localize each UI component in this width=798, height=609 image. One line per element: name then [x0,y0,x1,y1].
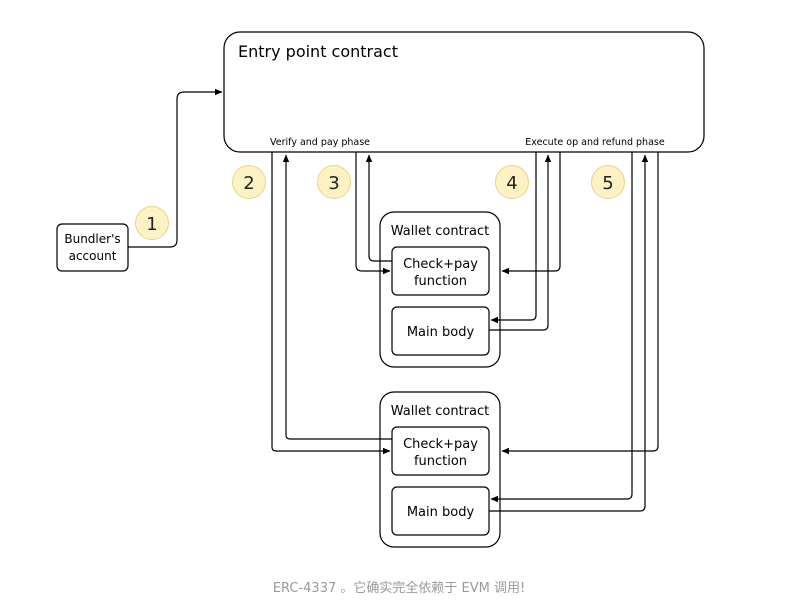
step-badge-3: 3 [317,165,351,199]
wallet-1-check-pay-function: Check+pay function [391,246,490,296]
step-3-label: 3 [328,173,339,194]
wallet-2-check-pay-function: Check+pay function [391,426,490,476]
arrow-entry-to-wallet1-check-exec [501,152,561,275]
wallet-1-check-line2: function [414,274,467,289]
step-5-label: 5 [602,173,613,194]
verify-phase-label: Verify and pay phase [270,137,370,148]
wallet-1-main-body-label: Main body [407,325,475,340]
figure-caption: ERC-4337 。它确实完全依赖于 EVM 调用! [272,581,526,596]
step-4-label: 4 [506,173,517,194]
arrow-wallet1-check-to-entry [365,154,392,262]
arrow-wallet1-main-to-entry [489,154,552,331]
step-badge-5: 5 [591,165,625,199]
step-badge-4: 4 [495,165,529,199]
arrow-entry-to-wallet1-check [355,152,391,275]
wallet-1-check-line1: Check+pay [403,257,478,272]
step-badge-1: 1 [135,206,169,240]
wallet-contract-1: Wallet contract Check+pay function Main … [379,211,501,368]
wallet-2-title: Wallet contract [391,404,489,419]
arrow-wallet2-check-to-entry [282,154,392,440]
wallet-2-main-body-label: Main body [407,505,475,520]
arrow-entry-to-wallet2-check-exec [501,152,659,455]
wallet-1-main-body: Main body [391,306,490,356]
bundler-label-line2: account [69,249,117,263]
entry-point-contract: Entry point contract Verify and pay phas… [223,31,705,153]
step-badge-2: 2 [232,165,266,199]
entry-point-title: Entry point contract [238,42,398,61]
arrow-entry-to-wallet2-main [490,152,633,503]
bundler-label-line1: Bundler's [64,232,120,246]
arrow-bundler-to-entry [128,88,223,248]
wallet-2-check-line1: Check+pay [403,437,478,452]
wallet-2-main-body: Main body [391,486,490,536]
step-1-label: 1 [146,214,157,235]
bundler-account: Bundler's account [56,223,129,272]
wallet-1-title: Wallet contract [391,224,489,239]
wallet-2-check-line2: function [414,454,467,469]
step-2-label: 2 [243,173,254,194]
arrow-entry-to-wallet2-check [271,152,391,455]
wallet-contract-2: Wallet contract Check+pay function Main … [379,391,501,548]
arrow-wallet2-main-to-entry [489,154,649,512]
arrow-entry-to-wallet1-main [490,152,537,324]
execute-phase-label: Execute op and refund phase [525,137,665,148]
